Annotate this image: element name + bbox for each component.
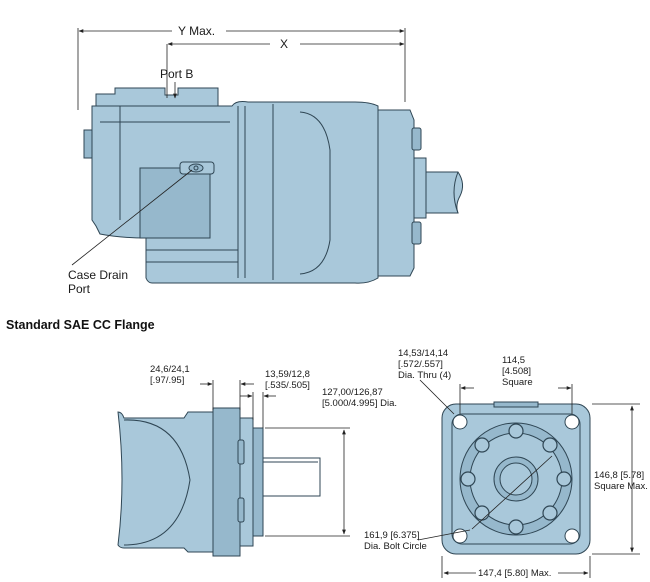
- max-square-label-2: Square Max.: [594, 481, 648, 492]
- dim-a-label: 24,6/24,1: [150, 364, 190, 375]
- x-label: X: [280, 37, 288, 51]
- mounting-hole: [564, 414, 580, 430]
- bolt-head: [474, 437, 490, 453]
- flange-tab: [411, 127, 422, 151]
- port-b-label: Port B: [160, 67, 193, 81]
- shaft: [425, 171, 464, 214]
- hole-dia-label: 14,53/14,14: [398, 348, 448, 359]
- bolt-circle-label-2: Dia. Bolt Circle: [364, 541, 427, 552]
- square-label-3: Square: [502, 377, 533, 388]
- bolt-head: [542, 505, 558, 521]
- bolt-circle-label: 161,9 [6.375]: [364, 530, 419, 541]
- bolt-head: [542, 437, 558, 453]
- dim-c-label-2: [5.000/4.995] Dia.: [322, 398, 397, 409]
- shaft-end: [499, 462, 533, 496]
- section-title: Standard SAE CC Flange: [6, 318, 155, 332]
- dim-b-label: 13,59/12,8: [265, 369, 310, 380]
- front-flange: [377, 109, 415, 277]
- dim-b-label-2: [.535/.505]: [265, 380, 310, 391]
- case-drain-boss: [139, 167, 211, 239]
- bolt-head: [474, 505, 490, 521]
- bolt-head: [508, 519, 524, 535]
- flange-plate: [239, 417, 254, 547]
- max-square-label: 146,8 [5.78]: [594, 470, 644, 481]
- dim-a-label-2: [.97/.95]: [150, 375, 184, 386]
- case-drain-label: Case Drain: [68, 268, 128, 282]
- pilot: [413, 157, 427, 219]
- bottom-dim-label: 147,4 [5.80] Max.: [478, 568, 551, 579]
- flange-front-view: 14,53/14,14 [.572/.557] Dia. Thru (4) 11…: [364, 348, 648, 579]
- square-label-2: [4.508]: [502, 366, 531, 377]
- dim-c-label: 127,00/126,87: [322, 387, 383, 398]
- motor-housing: [91, 101, 379, 284]
- hole-dia-label-2: [.572/.557]: [398, 359, 443, 370]
- mounting-hole: [564, 528, 580, 544]
- bolt-head: [508, 423, 524, 439]
- mounting-hole: [452, 414, 468, 430]
- square-label: 114,5: [502, 355, 525, 366]
- flange-side-view: 24,6/24,1 [.97/.95] 13,59/12,8 [.535/.50…: [117, 364, 397, 557]
- port-block: [95, 87, 219, 107]
- bolt-head: [556, 471, 572, 487]
- flange-tab: [411, 221, 422, 245]
- y-max-label: Y Max.: [178, 24, 215, 38]
- bolt-head: [460, 471, 476, 487]
- hole-dia-label-3: Dia. Thru (4): [398, 370, 451, 381]
- housing-stub: [117, 411, 214, 553]
- case-drain-label-2: Port: [68, 282, 91, 296]
- side-view: Y Max. X Port B Case Drain Port: [68, 24, 464, 296]
